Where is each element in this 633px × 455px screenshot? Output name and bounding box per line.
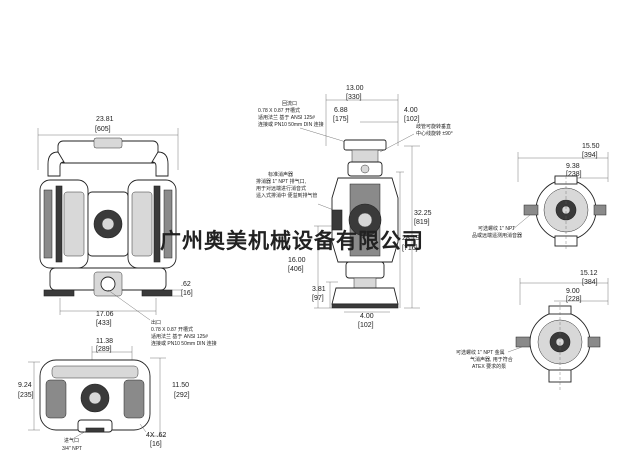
br-note-2: 气消声器, 用于符合 — [470, 356, 513, 363]
tr-note-2: 品或远端遥测用消音器 — [472, 232, 522, 239]
side-width-mm: [330] — [346, 94, 362, 101]
inlet-note-2: 0.78 X 0.87 开槽式 — [258, 107, 300, 114]
tr-half-in: 9.38 — [566, 163, 580, 170]
front-base-in: 17.06 — [96, 311, 114, 318]
side-mid-height-mm: [716] — [402, 245, 418, 252]
side-inlet-height-in: 16.00 — [288, 257, 306, 264]
br-width-in: 15.12 — [580, 270, 598, 277]
tr-half-mm: [238] — [566, 171, 582, 178]
outlet-note-2: 0.78 X 0.87 开槽式 — [151, 326, 193, 333]
front-width-mm: [605] — [95, 126, 111, 133]
muffler-note-4: 遥入式排消中 便溢到排气管 — [256, 192, 317, 199]
side-right-in: 4.00 — [404, 107, 418, 114]
inlet-note-1: 回流口 — [282, 100, 297, 107]
bottom-right-view: 15.12 [384] 9.00 [228] 可选螺纹 1" NPT 金属 气消… — [456, 270, 609, 392]
front-foot-in: .62 — [181, 281, 191, 288]
outlet-note-4: 连接或 PN10 50mm DIN 连接 — [151, 340, 217, 347]
side-low-height-in: 3.81 — [312, 286, 326, 293]
front-width-in: 23.81 — [96, 116, 114, 123]
bl-top-mm: [289] — [96, 346, 112, 353]
bl-top-in: 11.38 — [96, 338, 113, 345]
tr-width-in: 15.50 — [582, 143, 600, 150]
side-height-mm: [819] — [414, 219, 430, 226]
top-right-view: 15.50 [394] 9.38 [238] 可选螺纹 1" NPT 品或远端遥… — [472, 143, 609, 250]
bl-height-in: 9.24 — [18, 382, 32, 389]
bl-height-mm: [235] — [18, 392, 34, 399]
muffler-note-2: 排消器 1" NPT 排气口, — [256, 178, 306, 185]
muffler-note-1: 标准消声器 — [268, 171, 293, 178]
tr-note-1: 可选螺纹 1" NPT — [478, 225, 515, 232]
outlet-note-3: 适用法兰 基于 ANSI 125# — [151, 333, 208, 340]
side-inlet-height-mm: [406] — [288, 266, 304, 273]
inlet-note-3: 适用法兰 基于 ANSI 125# — [258, 114, 315, 121]
side-view: 13.00 [330] 6.88 [175] 4.00 [102] 回流口 0.… — [256, 85, 453, 329]
inlet-note-4: 连接或 PN10 50mm DIN 连接 — [258, 121, 324, 128]
air-inlet-2: 3/4" NPT — [62, 446, 82, 452]
outlet-note-1: 出口 — [151, 319, 161, 326]
br-note-1: 可选螺纹 1" NPT 金属 — [456, 349, 505, 356]
br-width-mm: [384] — [582, 279, 598, 286]
side-left-mm: [175] — [333, 116, 349, 123]
br-half-in: 9.00 — [566, 288, 580, 295]
front-foot-mm: [16] — [181, 290, 193, 297]
bl-holes-mm: [16] — [150, 441, 162, 448]
side-base-mm: [102] — [358, 322, 374, 329]
side-base-in: 4.00 — [360, 313, 374, 320]
air-inlet-1: 进气口 — [64, 437, 79, 444]
bottom-left-view: 11.38 [289] 9.24 [235] 11.50 [292] 进气口 3… — [18, 338, 190, 452]
side-height-in: 32.25 — [414, 210, 432, 217]
side-low-height-mm: [97] — [312, 295, 324, 302]
front-base-mm: [433] — [96, 320, 112, 327]
side-left-in: 6.88 — [334, 107, 348, 114]
tr-width-mm: [394] — [582, 152, 598, 159]
company-watermark: 广州奥美机械设备有限公司 — [160, 229, 424, 253]
side-mid-height-in: 28.19 — [402, 235, 420, 242]
br-note-3: ATEX 要求的泵 — [472, 363, 506, 370]
side-right-mm: [102] — [404, 116, 420, 123]
side-width-in: 13.00 — [346, 85, 364, 92]
bl-right-height-in: 11.50 — [172, 382, 189, 389]
tube-note-1: 歧管可旋转垂直 — [416, 123, 451, 130]
bl-right-height-mm: [292] — [174, 392, 190, 399]
bl-holes-in: 4X .62 — [146, 432, 166, 439]
tube-note-2: 中心线旋转 ±90° — [416, 130, 453, 137]
front-view: 23.81 [605] .62 [16] — [37, 116, 217, 347]
muffler-note-3: 用于对远端进行消音式 — [256, 185, 306, 192]
br-half-mm: [228] — [566, 296, 582, 303]
